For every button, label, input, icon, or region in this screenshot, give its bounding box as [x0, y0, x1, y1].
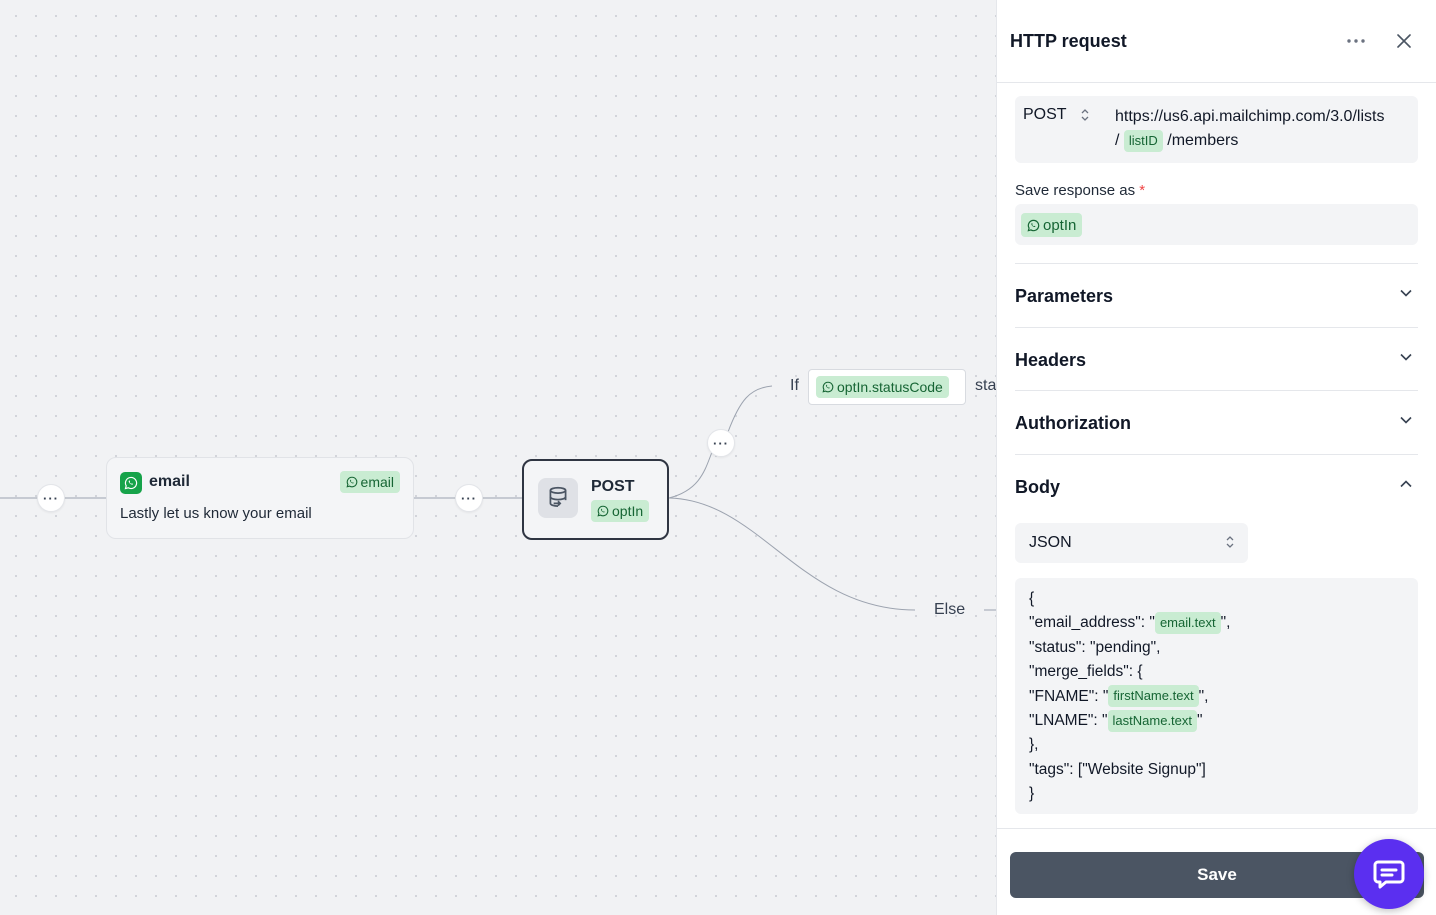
chevron-up-down-icon [1226, 536, 1234, 548]
chevron-down-icon [1400, 289, 1412, 297]
email-node-message: Lastly let us know your email [120, 505, 312, 522]
chevron-up-down-icon[interactable] [1080, 108, 1090, 127]
save-response-input[interactable]: optIn [1015, 204, 1418, 245]
code-line: }, [1029, 736, 1039, 754]
panel-header: HTTP request [997, 0, 1436, 83]
condition-variable-tag: optIn.statusCode [816, 376, 949, 398]
section-parameters[interactable]: Parameters [1015, 263, 1418, 327]
url-input[interactable]: https://us6.api.mailchimp.com/3.0/lists … [1115, 105, 1415, 153]
http-node-method: POST [591, 478, 635, 495]
whatsapp-icon [120, 472, 142, 494]
section-body[interactable]: Body [1015, 454, 1418, 518]
chevron-up-icon [1400, 480, 1412, 488]
edge-menu-button[interactable]: ··· [37, 484, 65, 512]
chevron-down-icon [1400, 353, 1412, 361]
code-line: } [1029, 785, 1035, 803]
email-node-title: email [149, 473, 190, 490]
save-response-label: Save response as * [1015, 182, 1146, 199]
section-authorization[interactable]: Authorization [1015, 390, 1418, 454]
code-line: "status": "pending", [1029, 638, 1161, 656]
body-variable-tag: firstName.text [1108, 685, 1199, 708]
code-line: { [1029, 590, 1035, 607]
flow-edges [0, 385, 996, 611]
chat-icon [1373, 860, 1405, 889]
body-variable-tag: email.text [1154, 612, 1221, 635]
url-variable-tag: listID [1123, 129, 1163, 152]
body-type-select[interactable]: JSON [1015, 523, 1248, 563]
panel-title: HTTP request [1010, 31, 1127, 51]
code-line: "tags": ["Website Signup"] [1029, 760, 1206, 778]
code-line: "FNAME": "firstName.text", [1029, 685, 1404, 709]
close-icon[interactable] [1393, 30, 1415, 52]
http-request-node[interactable]: POST optIn [522, 459, 669, 540]
code-line: "LNAME": "lastName.text" [1029, 709, 1404, 733]
more-options-icon[interactable] [1344, 30, 1368, 52]
condition-if-label: If [790, 377, 799, 394]
condition-operator-text: sta [975, 377, 996, 394]
section-headers[interactable]: Headers [1015, 327, 1418, 390]
chevron-down-icon [1400, 416, 1412, 424]
http-node-variable-tag: optIn [591, 500, 650, 522]
email-node-variable-tag: email [339, 471, 400, 493]
method-select[interactable]: POST [1023, 106, 1067, 123]
flow-canvas[interactable]: ··· ··· ··· email email Lastly let us kn… [0, 0, 996, 915]
database-icon [538, 478, 578, 518]
code-line: "email_address": "email.text", [1029, 611, 1404, 635]
body-variable-tag: lastName.text [1107, 709, 1198, 732]
http-request-panel: HTTP request POST https://us6.api.mailch… [996, 0, 1436, 915]
condition-box[interactable]: optIn.statusCode [808, 369, 966, 405]
condition-else-label: Else [934, 601, 966, 618]
email-node[interactable]: email email Lastly let us know your emai… [106, 457, 414, 539]
body-json-editor[interactable]: { "email_address": "email.text", "status… [1015, 578, 1418, 814]
whatsapp-icon [1027, 219, 1040, 231]
whatsapp-icon [822, 381, 834, 393]
chat-widget-button[interactable] [1354, 839, 1424, 909]
code-line: "merge_fields": { [1029, 663, 1143, 681]
request-url-box: POST https://us6.api.mailchimp.com/3.0/l… [1015, 96, 1418, 163]
whatsapp-icon [345, 476, 357, 488]
whatsapp-icon [597, 505, 609, 517]
save-response-variable-tag: optIn [1021, 213, 1083, 237]
edge-menu-button[interactable]: ··· [455, 484, 483, 512]
edge-menu-button[interactable]: ··· [707, 429, 735, 457]
